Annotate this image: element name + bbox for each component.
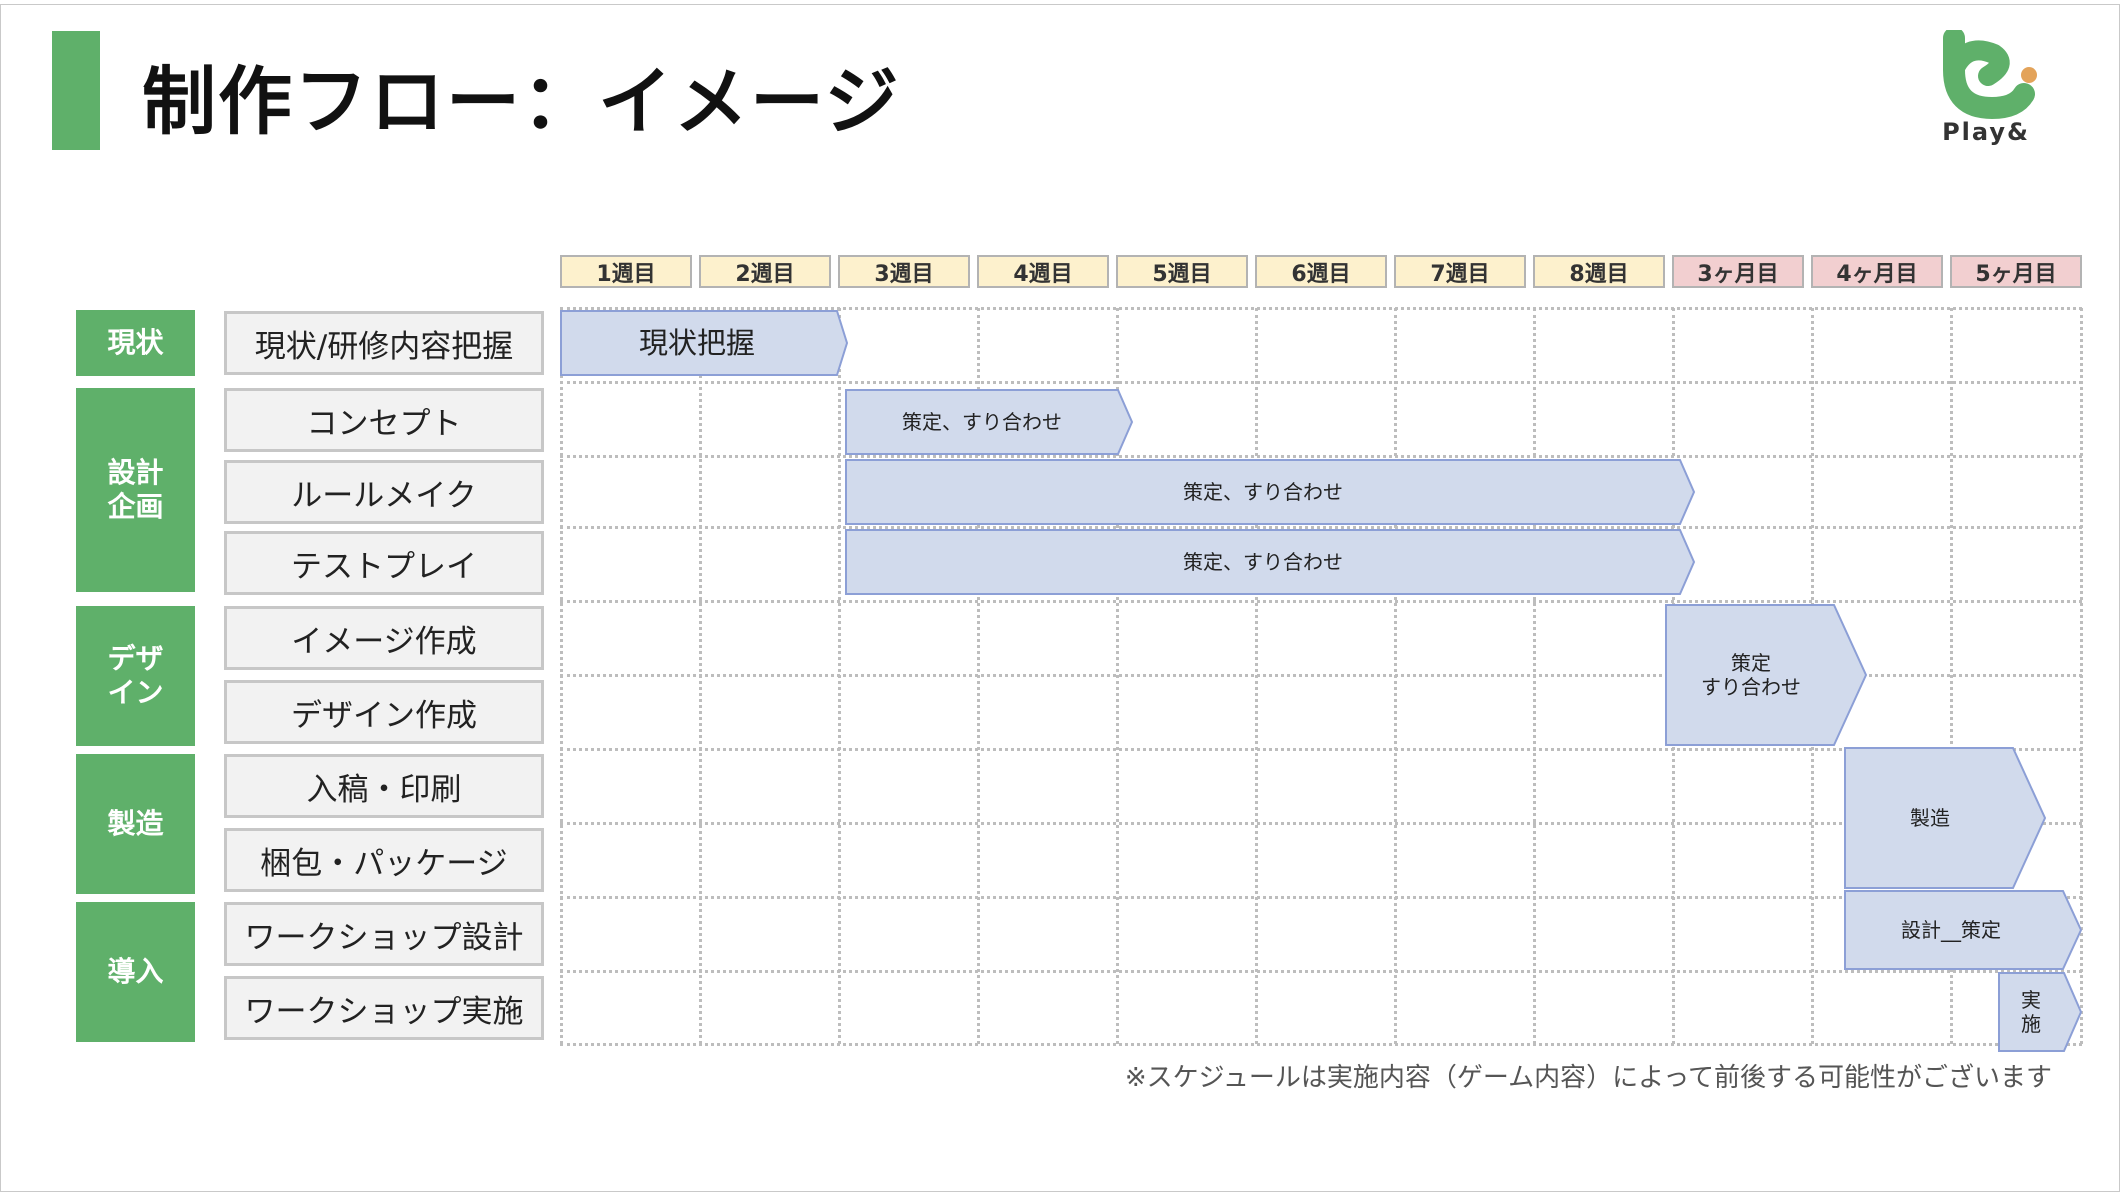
task-row-rule-making: ルールメイク: [224, 460, 544, 524]
column-header-week-5: 5週目: [1116, 255, 1248, 288]
task-row-image-creation: イメージ作成: [224, 606, 544, 670]
play-logo-icon: [1936, 27, 2046, 150]
task-row-workshop-design: ワークショップ設計: [224, 902, 544, 966]
logo-text: Play&: [1942, 118, 2030, 146]
grid-line: [1394, 308, 1397, 1044]
column-header-week-8: 8週目: [1533, 255, 1665, 288]
grid-line: [560, 308, 563, 1044]
slide-frame: [0, 4, 2120, 1192]
category-label-planning: 設計企画: [76, 388, 195, 592]
gantt-bar-label: 策定、すり合わせ: [1183, 550, 1343, 574]
task-row-current-research: 現状/研修内容把握: [224, 311, 544, 375]
grid-line: [560, 600, 2082, 603]
grid-line: [560, 748, 2082, 751]
gantt-bar-workshop-execution: 実 施: [1998, 972, 2083, 1052]
gantt-bar-current-grasp: 現状把握: [560, 310, 849, 376]
column-header-month-5: 5ヶ月目: [1950, 255, 2082, 288]
column-header-month-3: 3ヶ月目: [1672, 255, 1804, 288]
gantt-bar-concept: 策定、すり合わせ: [845, 389, 1134, 455]
gantt-bar-label: 現状把握: [638, 326, 755, 360]
column-header-week-1: 1週目: [560, 255, 692, 288]
category-label-introduction: 導入: [76, 902, 195, 1042]
gantt-bar-test-play: 策定、すり合わせ: [845, 529, 1696, 595]
task-row-workshop-execution: ワークショップ実施: [224, 976, 544, 1040]
column-header-week-2: 2週目: [699, 255, 831, 288]
category-label-manufacturing: 製造: [76, 754, 195, 894]
category-label-design: デザイン: [76, 606, 195, 746]
task-row-printing: 入稿・印刷: [224, 754, 544, 818]
page-title: 制作フロー：イメージ: [142, 59, 901, 145]
grid-line: [560, 526, 2082, 529]
gantt-bar-label: 製造: [1910, 806, 1950, 830]
column-header-week-4: 4週目: [977, 255, 1109, 288]
grid-line: [560, 455, 2082, 458]
gantt-bar-label: 設計__策定: [1901, 918, 2001, 942]
column-header-week-6: 6週目: [1255, 255, 1387, 288]
grid-line: [1950, 308, 1953, 1044]
gantt-bar-label: 策定、すり合わせ: [1183, 480, 1343, 504]
grid-line: [560, 307, 2082, 310]
gantt-bar-design: 策定 すり合わせ: [1665, 604, 1868, 746]
gantt-bar-label: 実 施: [2021, 988, 2041, 1036]
column-header-week-7: 7週目: [1394, 255, 1526, 288]
gantt-bar-manufacturing: 製造: [1844, 747, 2047, 889]
grid-line: [838, 308, 841, 1044]
column-header-month-4: 4ヶ月目: [1811, 255, 1943, 288]
column-header-week-3: 3週目: [838, 255, 970, 288]
grid-line: [1255, 308, 1258, 1044]
grid-line: [977, 308, 980, 1044]
grid-line: [560, 896, 2082, 899]
grid-line: [560, 822, 2082, 825]
grid-line: [1533, 308, 1536, 1044]
gantt-bar-rule-making: 策定、すり合わせ: [845, 459, 1696, 525]
schedule-note: ※スケジュールは実施内容（ゲーム内容）によって前後する可能性がございます: [1124, 1063, 2052, 1093]
category-label-current: 現状: [76, 310, 195, 376]
grid-line: [1116, 308, 1119, 1044]
grid-line: [560, 674, 2082, 677]
grid-line: [560, 381, 2082, 384]
grid-line: [560, 970, 2082, 973]
gantt-bar-label: 策定、すり合わせ: [902, 410, 1062, 434]
grid-line: [2080, 308, 2083, 1044]
task-row-test-play: テストプレイ: [224, 531, 544, 595]
title-accent-bar: [52, 31, 100, 150]
task-row-concept: コンセプト: [224, 388, 544, 452]
task-row-design-creation: デザイン作成: [224, 680, 544, 744]
gantt-bar-label: 策定 すり合わせ: [1701, 651, 1801, 699]
grid-line: [699, 308, 702, 1044]
task-row-packaging: 梱包・パッケージ: [224, 828, 544, 892]
gantt-bar-workshop-design: 設計__策定: [1844, 890, 2083, 970]
grid-line: [560, 1043, 2082, 1046]
